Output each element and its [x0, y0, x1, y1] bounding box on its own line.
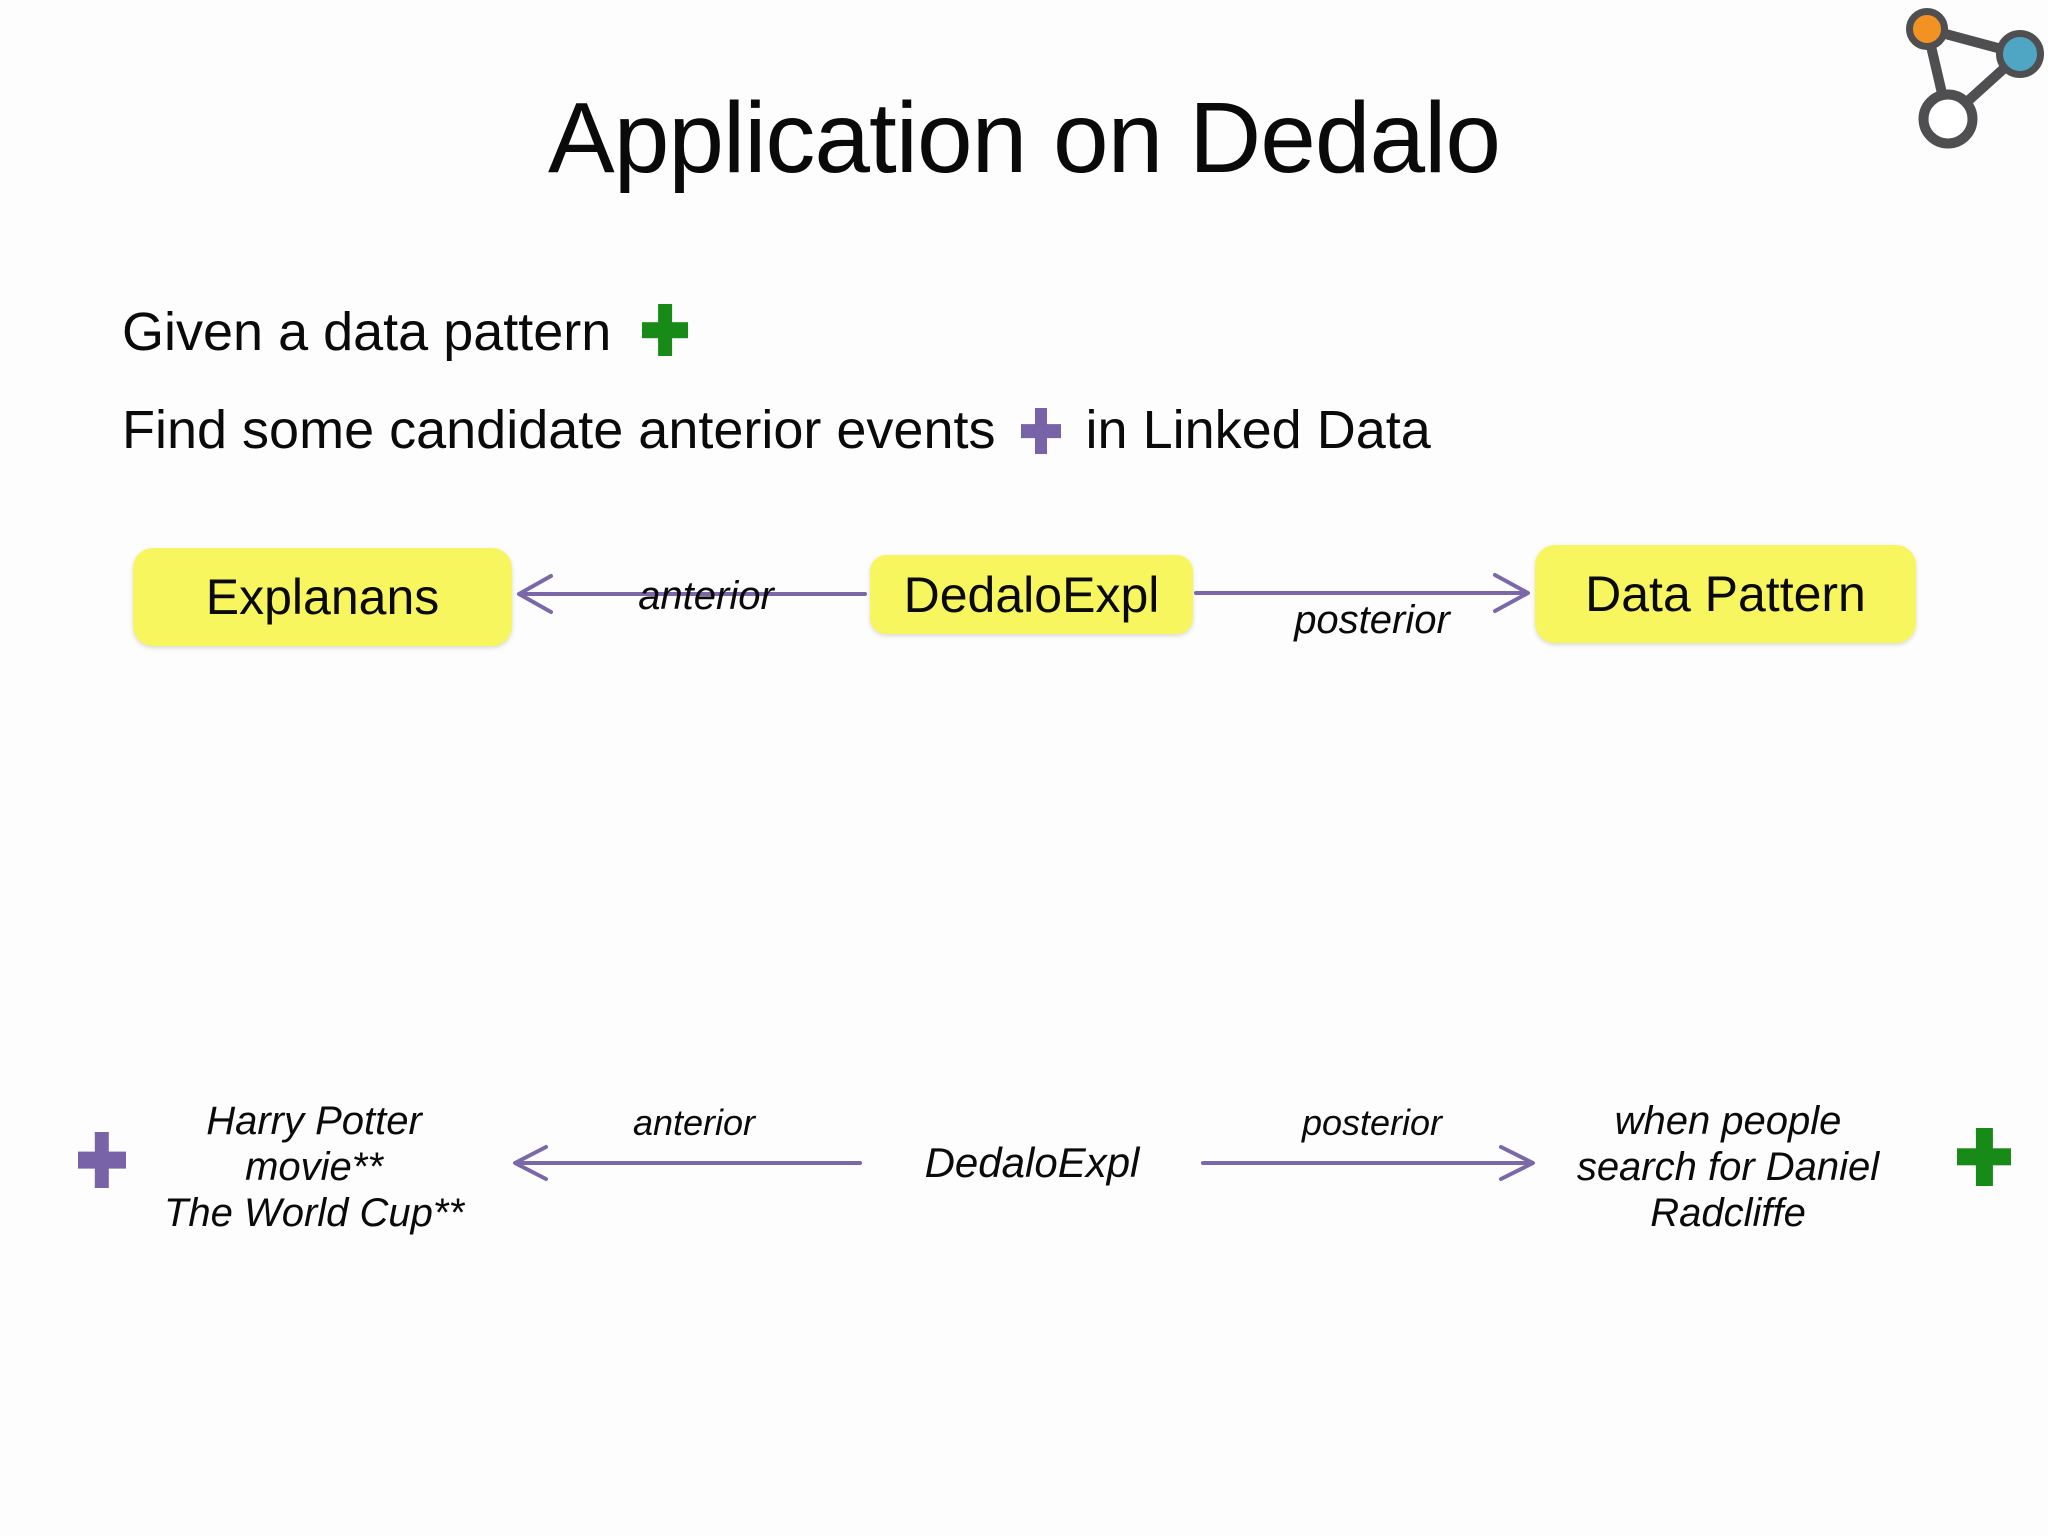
intro-line-1-text: Given a data pattern	[122, 302, 612, 362]
intro-line-1: Given a data pattern	[122, 300, 688, 364]
example-explanans-text: Harry Potter movie** The World Cup**	[125, 1098, 503, 1236]
logo-node-blue	[1996, 30, 2044, 78]
intro-line-2-end: in Linked Data	[1085, 400, 1431, 460]
example-posterior-label: posterior	[1301, 1102, 1443, 1143]
dedaloexpl-box: DedaloExpl	[870, 555, 1193, 634]
purple-plus-icon	[78, 1132, 126, 1188]
network-graph-logo	[1906, 8, 2044, 149]
purple-plus-icon	[1021, 408, 1061, 454]
green-plus-icon	[642, 304, 688, 356]
logo-node-orange	[1906, 8, 1948, 50]
posterior-label: posterior	[1294, 598, 1450, 642]
example-posterior-arrow	[1201, 1145, 1535, 1181]
dedaloexpl-box-label: DedaloExpl	[903, 566, 1160, 623]
logo-node-white	[1918, 89, 1978, 149]
example-data-pattern-line: Radcliffe	[1650, 1191, 1806, 1235]
intro-line-2: Find some candidate anterior events in L…	[122, 398, 1431, 462]
example-explanans-line: movie**	[245, 1145, 383, 1189]
data-pattern-box-label: Data Pattern	[1585, 566, 1866, 622]
example-anterior-label: anterior	[632, 1102, 756, 1143]
example-data-pattern-line: search for Daniel	[1576, 1145, 1880, 1189]
example-anterior-arrow	[513, 1145, 862, 1181]
explanans-box-label: Explanans	[205, 569, 440, 625]
example-explanans-line: The World Cup**	[163, 1191, 465, 1235]
green-plus-icon	[1957, 1128, 2011, 1186]
example-explanans-line: Harry Potter	[206, 1099, 422, 1143]
page-title: Application on Dedalo	[548, 82, 1501, 194]
explanans-box: Explanans	[133, 548, 512, 646]
data-pattern-box: Data Pattern	[1535, 545, 1916, 643]
example-data-pattern-text: when people search for Daniel Radcliffe	[1540, 1098, 1916, 1236]
example-data-pattern-line: when people	[1614, 1099, 1842, 1143]
example-relation-label: DedaloExpl	[924, 1139, 1140, 1186]
anterior-label: anterior	[638, 574, 774, 618]
intro-line-2-start: Find some candidate anterior events	[122, 400, 996, 460]
